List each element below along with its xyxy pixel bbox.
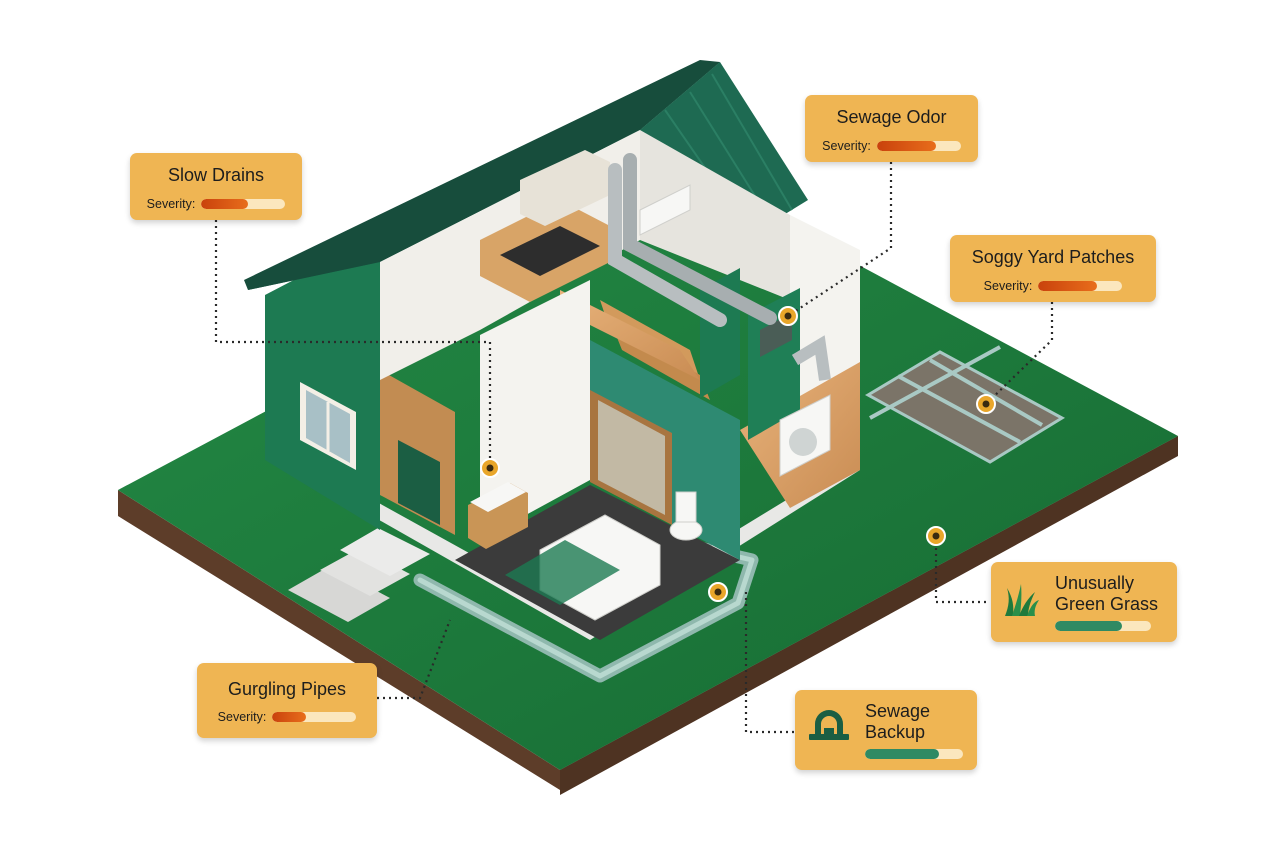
entry-door (380, 370, 455, 535)
callout-title: Sewage Odor (836, 107, 947, 127)
severity-row: Severity: (197, 710, 377, 724)
washing-machine (779, 394, 831, 477)
severity-label: Severity: (217, 710, 267, 724)
marker-bathroom-sink (480, 458, 500, 478)
severity-bar (865, 749, 963, 759)
leader-gurgling-pipes (377, 619, 452, 700)
severity-bar (272, 712, 357, 722)
stairs (560, 290, 710, 400)
leader-lines (214, 162, 1054, 734)
callout-title: Soggy Yard Patches (971, 247, 1135, 267)
callout-title: Gurgling Pipes (227, 679, 347, 699)
furnace (608, 153, 831, 440)
severity-label: Severity: (146, 197, 196, 211)
severity-bar (1038, 281, 1123, 291)
front-steps (288, 528, 430, 622)
severity-fill (1055, 621, 1123, 631)
marker-sewer-pipe (708, 582, 728, 602)
severity-fill (1038, 281, 1098, 291)
foundation (265, 440, 860, 640)
severity-fill (201, 199, 248, 209)
callout-slow-drains: Slow Drains Severity: (130, 153, 302, 220)
wall-ac-unit (639, 184, 691, 236)
callout-title: Slow Drains (167, 165, 265, 185)
severity-label: Severity: (983, 279, 1033, 293)
severity-label: Severity: (822, 139, 871, 153)
callout-soggy-yard: Soggy Yard Patches Severity: (950, 235, 1156, 302)
severity-row: Severity: (805, 139, 978, 153)
callout-title-line1: Sewage (865, 701, 931, 721)
leader-slow-drains (214, 220, 492, 468)
callout-gurgling-pipes: Gurgling Pipes Severity: (197, 663, 377, 738)
severity-row: Severity: (950, 279, 1156, 293)
bathroom (455, 280, 740, 640)
grass-icon (1005, 584, 1039, 616)
leach-field (864, 345, 1066, 464)
callout-title-line2: Backup (865, 722, 926, 742)
marker-dots (480, 306, 996, 602)
leader-soggy-yard (985, 302, 1054, 405)
leader-green-grass (934, 536, 990, 604)
marker-leach-field (976, 394, 996, 414)
severity-fill (865, 749, 939, 759)
marker-furnace (778, 306, 798, 326)
leader-sewage-backup (744, 592, 795, 734)
callout-sewage-odor: Sewage Odor Severity: (805, 95, 978, 162)
severity-bar (201, 199, 286, 209)
severity-bar (1055, 621, 1151, 631)
callout-sewage-backup: Sewage Backup (795, 690, 977, 770)
leader-sewage-odor (787, 162, 893, 317)
severity-bar (876, 141, 961, 151)
severity-row: Severity: (130, 197, 302, 211)
severity-fill (272, 712, 306, 722)
callout-title-line1: Unusually (1055, 573, 1135, 593)
marker-lawn (926, 526, 946, 546)
sewage-backup-icon (809, 710, 849, 740)
severity-fill (876, 141, 936, 151)
callout-green-grass: Unusually Green Grass (991, 562, 1177, 642)
window (300, 382, 356, 470)
kitchen (480, 150, 610, 302)
callout-title-line2: Green Grass (1055, 594, 1159, 614)
